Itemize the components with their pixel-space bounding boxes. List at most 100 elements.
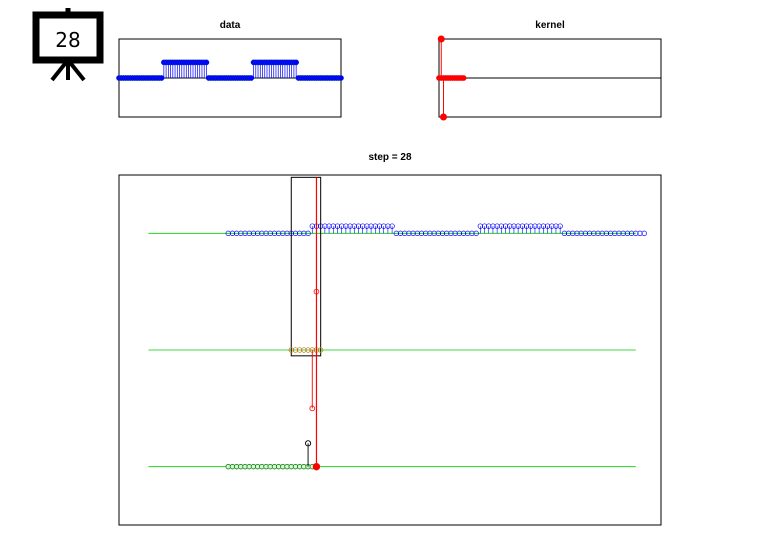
signal-point [620,230,626,236]
signal-point [242,230,248,236]
signal-point [246,230,252,236]
signal-point [330,223,336,229]
signal-point [528,223,534,229]
signal-point [519,223,525,229]
signal-point [389,223,395,229]
presentation-board-icon: 28 [32,8,104,82]
signal-point [607,230,614,236]
signal-point [612,230,618,236]
signal-point [599,230,605,236]
signal-point [372,223,378,229]
step-panel-title: step = 28 [368,152,412,163]
signal-point [603,230,610,236]
data-point [248,75,255,81]
kernel-point [439,113,447,121]
signal-point [238,230,244,236]
signal-point [633,230,639,236]
signal-point [267,230,273,236]
signal-point [414,230,420,236]
signal-point [565,230,572,236]
signal-point [515,223,521,229]
signal-point [490,223,496,229]
signal-point [473,230,479,236]
data-point [293,59,300,66]
signal-point [641,230,647,236]
signal-point [255,230,261,236]
signal-point [544,223,551,229]
kernel-window-point [288,347,294,353]
signal-point [276,230,282,236]
data-point [203,59,210,66]
data-panel: data [116,20,344,118]
signal-point [334,223,341,229]
signal-point [305,230,311,236]
signal-point [511,223,517,229]
kernel-panel: kernel [436,20,662,121]
signal-point [578,230,584,236]
kernel-window-point [292,347,299,353]
data-panel-title: data [220,20,241,31]
signal-point [561,230,568,236]
data-stem-series [116,59,344,81]
signal-point [364,223,370,229]
sliding-window [290,176,322,357]
kernel-window-stem-point [309,405,316,412]
kernel-stem-series [436,35,661,121]
signal-point [347,223,353,229]
kernel-window-point [305,347,311,353]
step-animation-marks [148,176,647,471]
step-panel-axes [118,174,662,526]
signal-point [406,230,412,236]
signal-point [355,223,362,229]
signal-point [250,230,257,236]
signal-point [540,223,547,229]
signal-point [376,223,383,229]
signal-point [486,223,492,229]
signal-point [322,223,328,229]
signal-point [284,230,290,236]
signal-point [523,223,530,229]
signal-point [339,223,345,229]
data-point [158,75,165,81]
signal-point [351,223,357,229]
signal-point [582,230,589,236]
signal-point [456,230,462,236]
signal-point [423,230,429,236]
signal-point [368,223,374,229]
signal-point [465,230,471,236]
signal-point [469,230,475,236]
signal-point [435,230,441,236]
signal-point [402,230,408,236]
signal-point [553,223,559,229]
signal-point [280,230,286,236]
output-current-point [312,462,321,471]
signal-point [439,230,446,236]
kernel-window-point [297,347,303,353]
kernel-zero-point [460,75,467,81]
signal-point [397,230,404,236]
signal-point [536,223,542,229]
kernel-window-point [301,347,307,353]
signal-point [477,223,483,229]
kernel-panel-title: kernel [535,20,565,31]
kernel-window-end-point [317,347,324,353]
signal-point [418,230,425,236]
signal-point [229,230,236,236]
signal-point [360,223,366,229]
signal-point [532,223,538,229]
signal-point [326,223,332,229]
signal-point [557,223,563,229]
signal-point [343,223,349,229]
signal-point [448,230,454,236]
signal-point [595,230,601,236]
signal-point [591,230,597,236]
signal-point [628,230,635,236]
signal-point [444,230,450,236]
data-point [338,75,344,81]
signal-point [570,230,576,236]
output-prev-point [305,440,312,447]
signal-point [481,223,488,229]
signal-point [381,223,387,229]
signal-point [507,223,513,229]
